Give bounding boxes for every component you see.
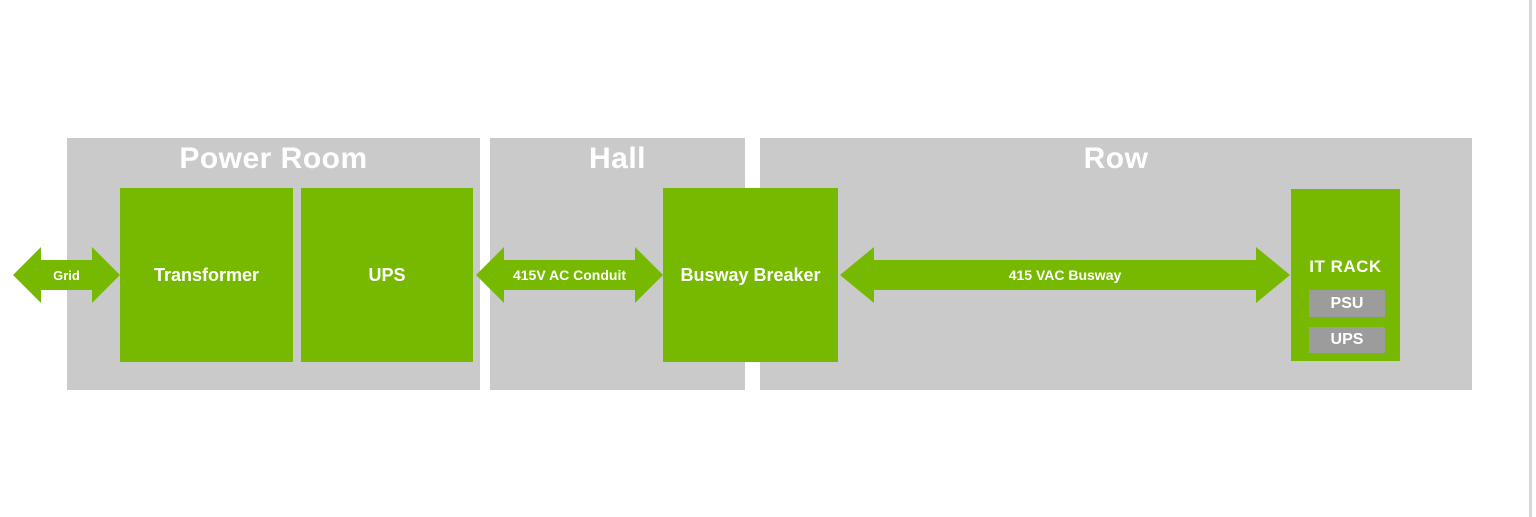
rack-ups-module: UPS xyxy=(1309,327,1385,353)
ups-label: UPS xyxy=(368,264,406,285)
busway-breaker-label: Busway Breaker xyxy=(680,264,821,285)
power-room-zone-title: Power Room xyxy=(179,142,368,175)
arrow-left-head-icon xyxy=(13,247,41,303)
arrow-right-head-icon xyxy=(1256,247,1290,303)
busway-arrow-shaft: 415 VAC Busway xyxy=(874,260,1256,290)
arrow-right-head-icon xyxy=(92,247,120,303)
page-edge-line xyxy=(1529,0,1532,517)
transformer-box: Transformer xyxy=(120,188,293,362)
ups-box: UPS xyxy=(301,188,473,362)
busway-breaker-box: Busway Breaker xyxy=(663,188,838,362)
rack-ups-module-label: UPS xyxy=(1330,331,1364,348)
grid-arrow-label: Grid xyxy=(53,267,80,283)
conduit-arrow-shaft: 415V AC Conduit xyxy=(504,260,635,290)
row-zone-title: Row xyxy=(1083,142,1149,175)
psu-module-label: PSU xyxy=(1330,294,1364,312)
arrow-right-head-icon xyxy=(635,247,663,303)
it-rack-label: IT RACK xyxy=(1309,257,1382,276)
grid-connection-arrow: Grid xyxy=(13,247,120,303)
arrow-left-head-icon xyxy=(840,247,874,303)
conduit-arrow-label: 415V AC Conduit xyxy=(512,267,627,283)
it-rack-box: IT RACK PSU UPS xyxy=(1291,189,1400,361)
transformer-label: Transformer xyxy=(153,264,260,285)
arrow-left-head-icon xyxy=(476,247,504,303)
grid-arrow-shaft: Grid xyxy=(41,260,92,290)
hall-zone-title: Hall xyxy=(588,142,647,175)
conduit-connection-arrow: 415V AC Conduit xyxy=(476,247,663,303)
busway-connection-arrow: 415 VAC Busway xyxy=(840,247,1290,303)
busway-arrow-label: 415 VAC Busway xyxy=(1008,267,1122,283)
psu-module: PSU xyxy=(1309,290,1385,317)
